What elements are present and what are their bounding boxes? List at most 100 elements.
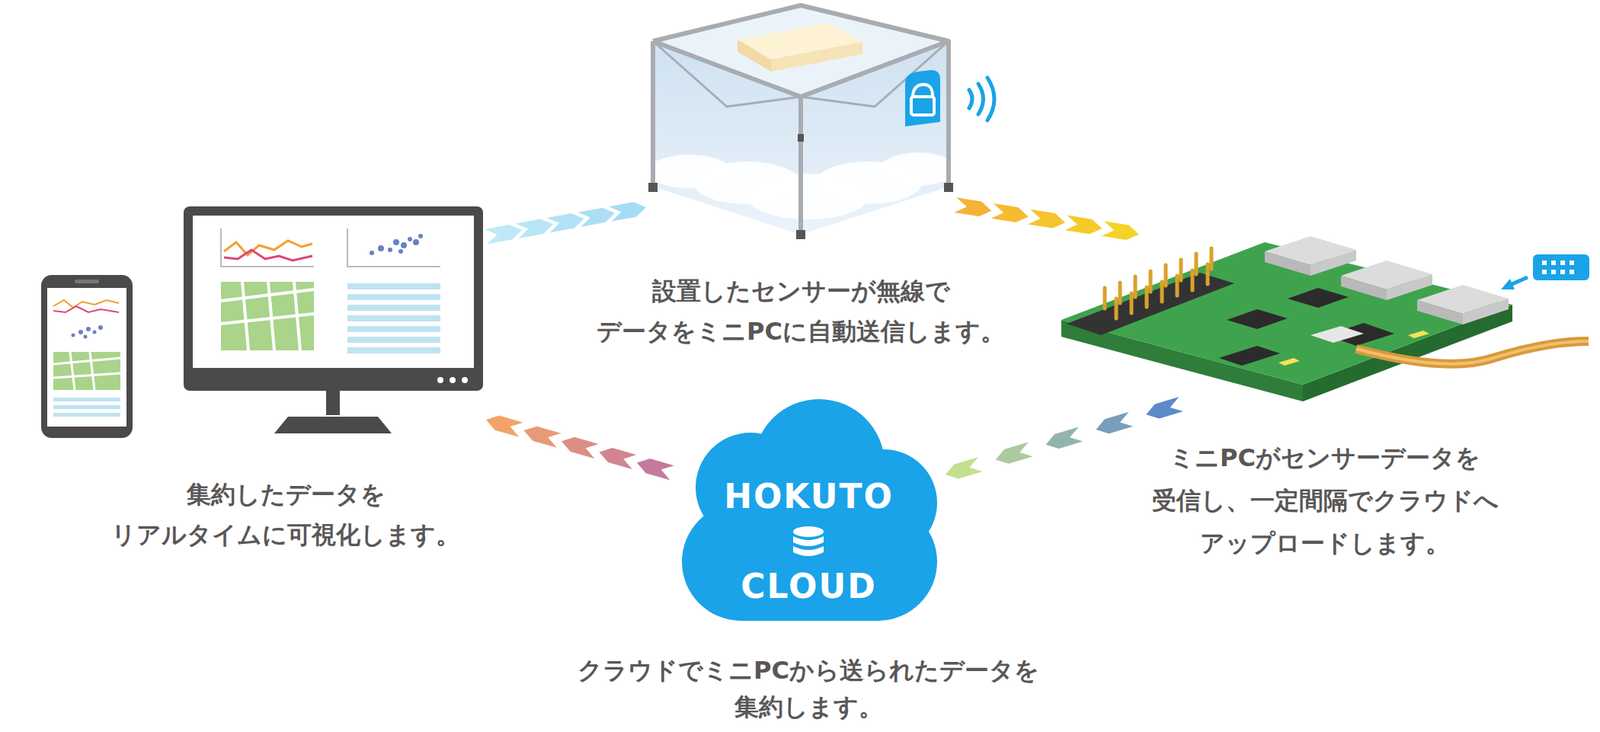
- monitor-illustration-part: [53, 397, 121, 417]
- tent-illustration-part: [880, 152, 957, 186]
- monitor-illustration-part: [347, 347, 441, 354]
- cloud-title: CLOUD: [673, 566, 944, 608]
- chevron: [634, 455, 675, 480]
- mini-pc-illustration-part: [1542, 269, 1547, 275]
- mini-pc-illustration-part: [1175, 275, 1180, 296]
- monitor-illustration-part: [53, 358, 121, 365]
- mini-pc-illustration-part: [1560, 269, 1565, 275]
- tent-illustration-part: [905, 70, 941, 127]
- mini-pc-illustration-part: [1118, 282, 1123, 304]
- mini-pc-illustration-part: [1133, 276, 1138, 298]
- mini-pc-illustration-part: [1356, 341, 1589, 365]
- mini-pc-illustration-part: [1164, 265, 1168, 286]
- chevron: [1094, 412, 1134, 438]
- monitor-illustration-part: [220, 228, 314, 267]
- chevron: [993, 441, 1034, 468]
- chevron: [1101, 220, 1141, 242]
- cloud-illustration-part: [793, 526, 824, 538]
- monitor-illustration-part: [347, 336, 441, 343]
- monitor-illustration-part: [369, 233, 423, 256]
- chevron: [515, 217, 555, 239]
- tent-illustration-part: [797, 134, 804, 142]
- monitor-illustration-part: [347, 326, 441, 333]
- chevron: [577, 205, 617, 228]
- mini-pc-illustration-part: [1264, 251, 1311, 276]
- mini-pc-illustration-part: [1569, 269, 1575, 275]
- mini-pc-illustration-part: [1356, 341, 1589, 365]
- cloud-illustration-part: [793, 536, 824, 547]
- mini-pc-illustration-part: [1386, 274, 1433, 301]
- tent-illustration-part: [798, 96, 804, 234]
- monitor-illustration-part: [369, 250, 375, 256]
- mini-pc-illustration-part: [1551, 269, 1556, 275]
- chevron-arrow: [943, 396, 1184, 483]
- mini-pc-illustration-part: [1278, 358, 1300, 366]
- monitor-node: 集約したデータを リアルタイムに可視化します。: [41, 204, 485, 439]
- mini-pc-illustration-part: [1190, 270, 1195, 291]
- monitor-illustration-part: [41, 275, 133, 439]
- tent-illustration-part: [946, 41, 951, 187]
- mini-pc-illustration-part: [1542, 260, 1575, 275]
- chevron-arrow: [483, 412, 675, 480]
- chevron: [943, 457, 983, 483]
- monitor-illustration-part: [220, 281, 314, 351]
- mini-pc-illustration-part: [1551, 260, 1556, 266]
- monitor-illustration-part: [70, 352, 75, 391]
- monitor-illustration-part: [393, 239, 400, 246]
- tent-node: 設置したセンサーが無線で データをミニPCに自動送信します。: [647, 5, 954, 240]
- chevron: [559, 434, 599, 459]
- chevron: [1043, 427, 1084, 453]
- mini-pc-illustration-part: [1340, 275, 1387, 301]
- monitor-illustration-part: [74, 279, 100, 284]
- mini-pc-illustration-part: [1160, 281, 1165, 302]
- mini-pc-illustration-part: [1310, 249, 1357, 276]
- monitor-illustration-part: [400, 242, 407, 249]
- monitor-illustration-part: [183, 206, 484, 391]
- monitor-illustration-part: [461, 377, 468, 384]
- monitor-illustration-part: [53, 397, 121, 402]
- caption: 設置したセンサーが無線で データをミニPCに自動送信します。: [587, 271, 1015, 352]
- monitor-illustration-part: [242, 281, 249, 351]
- monitor-illustration-part: [437, 377, 444, 384]
- mini-pc-illustration-part: [1310, 326, 1364, 343]
- mini-pc-illustration-part: [1104, 248, 1212, 319]
- monitor-illustration-part: [86, 326, 91, 332]
- tent-illustration-part: [650, 41, 656, 187]
- monitor-illustration-part: [224, 240, 313, 256]
- chevron: [953, 197, 993, 218]
- chevron: [597, 444, 637, 470]
- caption: クラウドでミニPCから送られたデータを 集約します。: [570, 652, 1047, 726]
- tent-illustration-part: [652, 5, 949, 97]
- caption: ミニPCがセンサーデータを 受信し、一定間隔でクラウドへ アップロードします。: [1148, 436, 1502, 565]
- monitor-illustration-part: [220, 281, 314, 351]
- monitor-illustration-part: [83, 335, 88, 340]
- mini-pc-illustration-part: [1569, 260, 1575, 266]
- monitor-illustration-part: [224, 249, 313, 261]
- tent-illustration-part: [796, 230, 806, 240]
- mini-pc-illustration-part: [1209, 248, 1214, 269]
- monitor-illustration-part: [53, 412, 121, 417]
- monitor-illustration-part: [398, 249, 404, 254]
- monitor-illustration-part: [412, 239, 420, 246]
- monitor-illustration-part: [347, 294, 441, 301]
- mini-pc-illustration-part: [1462, 298, 1509, 325]
- mini-pc-illustration-part: [1287, 288, 1349, 308]
- monitor-illustration-part: [407, 236, 413, 242]
- mini-pc-illustration-part: [1532, 254, 1590, 281]
- monitor-illustration-part: [53, 405, 121, 410]
- mini-pc-illustration-part: [1145, 287, 1149, 308]
- monitor-illustration-part: [53, 300, 119, 308]
- monitor-illustration-part: [347, 315, 441, 322]
- chevron: [484, 222, 524, 244]
- monitor-illustration-part: [347, 283, 441, 290]
- monitor-illustration-part: [220, 313, 314, 324]
- monitor-illustration-part: [53, 373, 121, 378]
- mini-pc-illustration-part: [1417, 300, 1463, 325]
- monitor-illustration-part: [89, 352, 95, 391]
- cloud-illustration-part: [793, 546, 824, 557]
- monitor-illustration-part: [98, 325, 103, 330]
- monitor-illustration-part: [192, 215, 474, 368]
